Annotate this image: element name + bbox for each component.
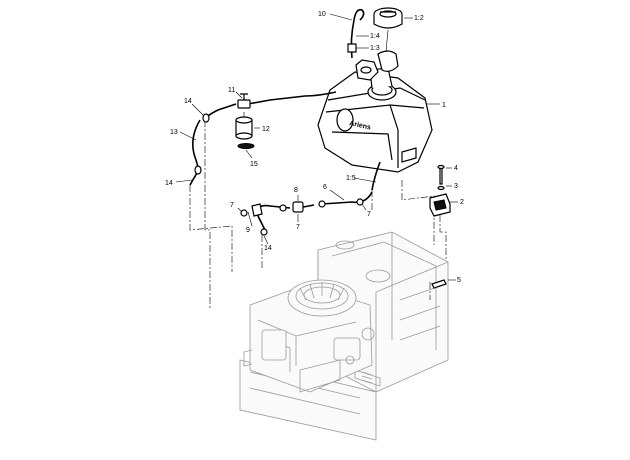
callout-2: 2: [460, 199, 464, 206]
fuel-filter: [235, 112, 253, 140]
shutoff-valve: [237, 93, 251, 109]
leader-lines: [175, 13, 458, 281]
callouts: 10 1:2 1:4 1:3 1 1:5 4 3 2 5 6 8 7 7 7 9…: [165, 11, 464, 284]
callout-15: 15: [250, 161, 258, 168]
callout-11: 11: [228, 87, 235, 94]
callout-1-3: 1:3: [370, 45, 380, 52]
mounting-bracket: [429, 193, 451, 217]
assembly-lines: [189, 120, 447, 310]
callout-10: 10: [318, 11, 326, 18]
callout-7-c: 7: [367, 211, 371, 218]
fuel-cap: [373, 7, 403, 29]
bracket-washer: [437, 185, 445, 191]
callout-6: 6: [323, 184, 327, 191]
elbow-fitting: [251, 203, 263, 217]
fuel-tank: Ariens: [317, 67, 433, 173]
callout-1: 1: [442, 102, 446, 109]
callout-14-b: 14: [165, 180, 173, 187]
callout-1-2: 1:2: [414, 15, 424, 22]
hose-clamps: [194, 113, 364, 236]
callout-7-b: 7: [296, 224, 300, 231]
callout-14-a: 14: [184, 98, 192, 105]
bracket-bolt: [437, 164, 445, 185]
engine: [243, 279, 375, 393]
callout-5: 5: [457, 277, 461, 284]
tank-grommet: [355, 59, 379, 81]
callout-13: 13: [170, 129, 178, 136]
filter-clip: [237, 143, 255, 149]
callout-1-5: 1:5: [346, 175, 356, 182]
vent-hose: [347, 8, 365, 59]
callout-3: 3: [454, 183, 458, 190]
frame-bolt: [431, 279, 447, 289]
callout-8: 8: [294, 187, 298, 194]
callout-12: 12: [262, 126, 270, 133]
tank-brand-mark: Ariens: [349, 120, 372, 131]
callout-14-c: 14: [264, 245, 272, 252]
callout-1-4: 1:4: [370, 33, 380, 40]
tee-fitting: [292, 195, 304, 213]
callout-4: 4: [454, 165, 458, 172]
callout-7-a: 7: [230, 202, 234, 209]
cap-tether: [377, 29, 399, 72]
callout-9: 9: [246, 227, 250, 234]
